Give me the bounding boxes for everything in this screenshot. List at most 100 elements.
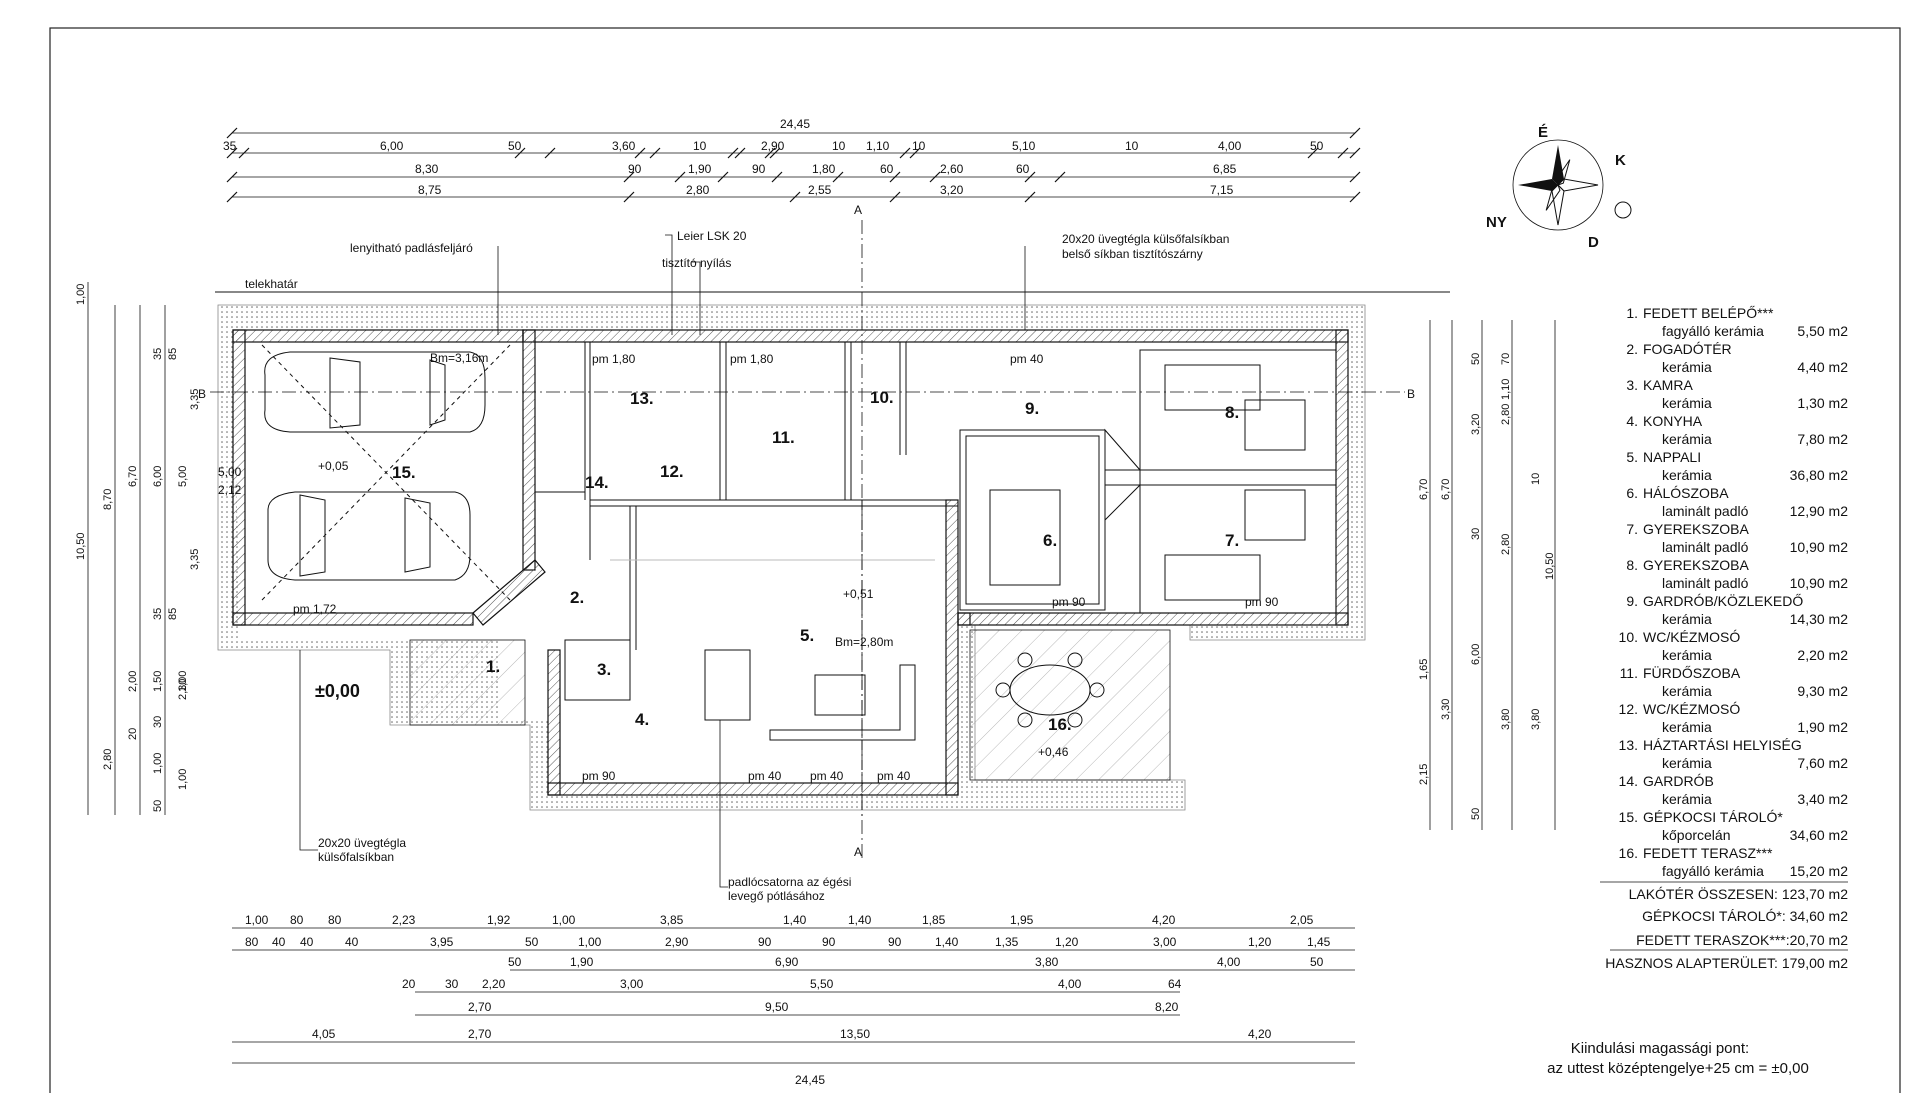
section-b-right: B	[1407, 387, 1415, 401]
dim-right-4: 30	[1470, 528, 1482, 540]
dim-tick	[226, 171, 238, 183]
dim-top-13: 50	[1310, 139, 1324, 153]
level-terrace: +0,46	[1038, 745, 1069, 759]
dim-right-17: 10,50	[1544, 552, 1556, 580]
legend-room-area: 7,60 m2	[1797, 755, 1848, 771]
dim-top-6: 2,90	[761, 139, 785, 153]
right-dim-labels: 6,70 6,70 3,20 30 6,00 3,30 2,15 1,65 3,…	[1418, 353, 1556, 820]
room-number-10: 10.	[870, 388, 894, 407]
leader-texts: lenyitható padlásfeljáró Leier LSK 20 ti…	[318, 229, 1229, 903]
legend-room-floor: laminált padló	[1662, 503, 1749, 519]
building-plan	[210, 220, 1405, 860]
legend-room-area: 14,30 m2	[1790, 611, 1849, 627]
dim-bot6-4: 4,20	[1248, 1027, 1272, 1041]
legend-room-number: 8.	[1626, 557, 1638, 573]
compass-west: NY	[1486, 214, 1507, 231]
dim-bot3-2: 1,90	[570, 955, 594, 969]
dim-bot1-8: 1,40	[783, 913, 807, 927]
dim-left-14: 1,00	[177, 671, 189, 692]
dim-top2-5: 1,80	[812, 162, 836, 176]
left-dimensions	[87, 282, 166, 815]
dim-right-14: 50	[1470, 353, 1482, 365]
dim-tick	[623, 191, 635, 203]
note-floor-grate: padlócsatorna az égési	[728, 875, 851, 889]
left-dim-labels: 10,50 1,00 8,70 6,70 6,00 5,00 3,35 3,35…	[75, 284, 201, 812]
legend-room-name: NAPPALI	[1643, 449, 1701, 465]
dim-bot2-8: 2,90	[665, 935, 689, 949]
compass-east: K	[1615, 152, 1626, 169]
dim-top-4: 3,60	[612, 139, 636, 153]
dim-bot2-9: 90	[758, 935, 772, 949]
dim-left-21: 50	[152, 800, 164, 812]
note-glass-block-left-2: külsőfalsíkban	[318, 850, 394, 864]
dim-right-11: 2,80	[1500, 404, 1512, 425]
dim-left-7: 3,35	[189, 549, 201, 570]
dim-bottom-overall: 24,45	[795, 1073, 825, 1087]
dim-bot2-1: 80	[245, 935, 259, 949]
elevation-origin-value: az uttest középtengelye+25 cm = ±0,00	[1547, 1060, 1809, 1077]
legend-room-number: 13.	[1619, 737, 1638, 753]
room-number-16: 16.	[1048, 715, 1072, 734]
dim-overall-width: 24,45	[780, 117, 810, 131]
dim-top-5: 10	[693, 139, 707, 153]
legend-room-area: 5,50 m2	[1797, 323, 1848, 339]
pm-room-13: pm 1,80	[592, 352, 636, 366]
dim-top3-1: 8,75	[418, 183, 442, 197]
legend-room-name: WC/KÉZMOSÓ	[1643, 629, 1740, 645]
legend-room-number: 11.	[1620, 665, 1638, 681]
dim-bot2-10: 90	[822, 935, 836, 949]
dim-tick	[238, 147, 250, 159]
dim-bot4-2: 30	[445, 977, 459, 991]
legend-room-area: 15,20 m2	[1790, 863, 1849, 879]
dim-left-20: 1,00	[177, 769, 189, 790]
section-markers: A A B B	[198, 203, 1415, 859]
legend-room-number: 14.	[1619, 773, 1638, 789]
note-cleaning-opening: tisztító nyílás	[662, 256, 731, 270]
legend-room-floor: fagyálló kerámia	[1662, 863, 1764, 879]
dim-tick	[1349, 171, 1361, 183]
dim-bot4-3: 2,20	[482, 977, 506, 991]
dim-bot5-1: 2,70	[468, 1000, 492, 1014]
dim-bot6-3: 13,50	[840, 1027, 870, 1041]
dim-tick	[1024, 191, 1036, 203]
legend-room-area: 4,40 m2	[1797, 359, 1848, 375]
dim-tick	[649, 147, 661, 159]
dim-bot2-13: 1,35	[995, 935, 1019, 949]
dim-top-12: 4,00	[1218, 139, 1242, 153]
dim-bot1-4: 2,23	[392, 913, 416, 927]
note-glass-block-top-2: belső síkban tisztítószárny	[1062, 247, 1203, 261]
dim-top2-4: 90	[752, 162, 766, 176]
pm-kitchen: pm 90	[582, 769, 616, 783]
dim-tick	[909, 147, 921, 159]
legend-room-number: 9.	[1626, 593, 1638, 609]
dim-tick	[832, 171, 844, 183]
dim-right-2: 6,70	[1440, 479, 1452, 500]
dim-top2-1: 8,30	[415, 162, 439, 176]
plan-annotations: Bm=3,16m Bm=2,80m +0,05 +0,51 +0,46 ±0,0…	[218, 351, 1279, 783]
level-garage: +0,05	[318, 459, 349, 473]
pm-living-b: pm 40	[810, 769, 844, 783]
legend-room-number: 7.	[1626, 521, 1638, 537]
dim-bot2-6: 50	[525, 935, 539, 949]
dim-bot2-12: 1,40	[935, 935, 959, 949]
dim-left-2: 8,70	[102, 489, 114, 510]
dim-bot3-4: 3,80	[1035, 955, 1059, 969]
legend-room-number: 2.	[1626, 341, 1638, 357]
pm-living-a: pm 40	[748, 769, 782, 783]
dim-left-13: 1,50	[152, 671, 164, 692]
dim-bot4-6: 4,00	[1058, 977, 1082, 991]
legend-room-name: GYEREKSZOBA	[1643, 557, 1749, 573]
legend-room-name: FEDETT TERASZ***	[1643, 845, 1773, 861]
dim-left-18: 2,30	[177, 679, 189, 700]
dim-tick	[769, 147, 781, 159]
dim-bot1-7: 3,85	[660, 913, 684, 927]
compass-rose-icon: É K D NY	[1486, 124, 1632, 251]
room-number-7: 7.	[1225, 531, 1239, 550]
garage-width-b: 2,12	[218, 483, 242, 497]
dim-left-17: 1,00	[152, 753, 164, 774]
dim-top3-5: 7,15	[1210, 183, 1234, 197]
compass-north: É	[1538, 124, 1548, 141]
room-number-11: 11.	[772, 428, 795, 447]
cars	[261, 344, 511, 601]
total-terraces: FEDETT TERASZOK***:20,70 m2	[1636, 932, 1848, 948]
